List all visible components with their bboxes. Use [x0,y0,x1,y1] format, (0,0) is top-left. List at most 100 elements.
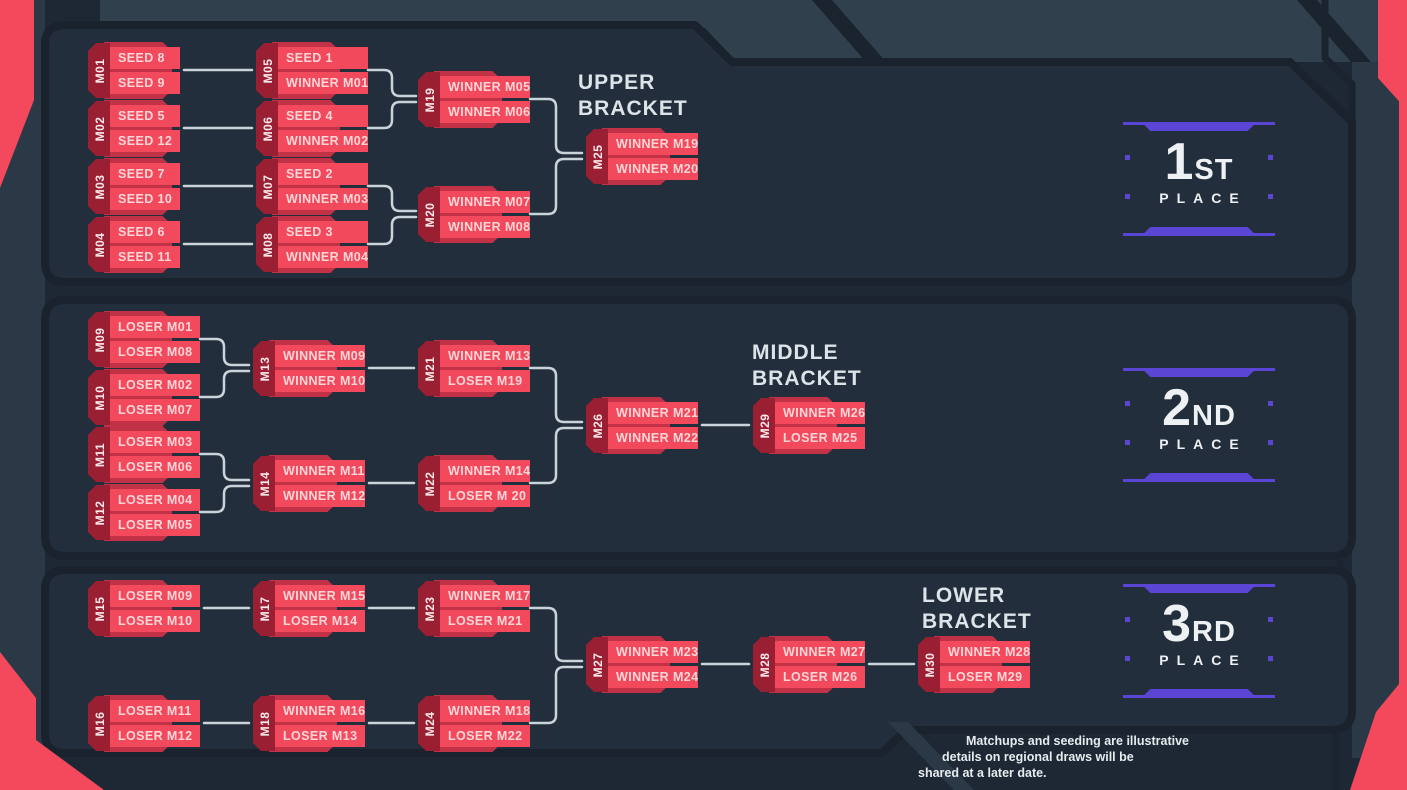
match-slot-bottom: WINNER M08 [440,216,530,238]
match-id-tab: M13 [253,341,275,396]
match-id: M28 [758,652,773,677]
match-slot-top: WINNER M19 [608,133,698,155]
match-slot-bottom: LOSER M29 [940,666,1030,688]
match-slot-top: WINNER M18 [440,700,530,722]
match-id: M04 [93,232,108,257]
match-id: M17 [258,596,273,621]
match-id-tab: M03 [88,159,110,214]
match-slot-top: WINNER M14 [440,460,530,482]
match-id-tab: M02 [88,101,110,156]
match-slot-bottom: LOSER M19 [440,370,530,392]
match-id: M10 [93,385,108,410]
match-id-tab: M11 [88,427,110,482]
match-id: M16 [93,711,108,736]
match-slot-bottom: WINNER M06 [440,101,530,123]
match-id: M12 [93,500,108,525]
match-slot-bottom: WINNER M01 [278,72,368,94]
match-id-tab: M12 [88,485,110,540]
match-id-tab: M23 [418,581,440,636]
match-id-tab: M18 [253,696,275,751]
footnote-line: details on regional draws will be [942,750,1134,764]
corner-dot [1268,656,1273,661]
match-slot-top: SEED 7 [110,163,180,185]
match-id: M26 [591,413,606,438]
match-slot-top: SEED 2 [278,163,368,185]
place-label: PLACE [1159,190,1247,206]
match-slot-bottom: LOSER M10 [110,610,200,632]
match-id: M03 [93,174,108,199]
rank-suffix: ST [1194,154,1234,186]
match-id-tab: M06 [256,101,278,156]
match-slot-bottom: WINNER M12 [275,485,365,507]
rank-suffix: RD [1192,616,1236,648]
left-margin [0,0,45,758]
match-slot-top: WINNER M05 [440,76,530,98]
badge-bar-top [1123,368,1275,377]
match-slot-bottom: LOSER M13 [275,725,365,747]
match-slot-top: WINNER M07 [440,191,530,213]
match-slot-top: SEED 1 [278,47,368,69]
match-id-tab: M21 [418,341,440,396]
rank-number: 3 [1162,595,1193,653]
match-id: M13 [258,356,273,381]
match-slot-bottom: WINNER M10 [275,370,365,392]
footnote-line: Matchups and seeding are illustrative [966,734,1189,748]
match-slot-top: WINNER M26 [775,402,865,424]
match-slot-bottom: LOSER M12 [110,725,200,747]
diagonal-slash [1297,0,1371,62]
match-slot-bottom: LOSER M14 [275,610,365,632]
match-slot-top: LOSER M01 [110,316,200,338]
match-id: M29 [758,413,773,438]
corner-dot [1125,617,1130,622]
match-id: M01 [93,58,108,83]
corner-dot [1268,617,1273,622]
match-slot-bottom: WINNER M20 [608,158,698,180]
badge-bar-bottom [1123,227,1275,236]
match-slot-top: SEED 4 [278,105,368,127]
middle-bracket-heading: MIDDLE BRACKET [752,341,862,390]
match-slot-top: SEED 8 [110,47,180,69]
match-id: M18 [258,711,273,736]
match-slot-top: WINNER M13 [440,345,530,367]
red-corner-bottom-right [1350,674,1407,790]
corner-dot [1125,656,1130,661]
match-id-tab: M30 [918,637,940,692]
match-id-tab: M27 [586,637,608,692]
rank-number: 1 [1164,133,1195,191]
corner-dot [1268,401,1273,406]
match-slot-bottom: LOSER M05 [110,514,200,536]
match-slot-bottom: LOSER M08 [110,341,200,363]
circuit-line [1321,0,1356,190]
place-label: PLACE [1159,652,1247,668]
match-slot-top: LOSER M02 [110,374,200,396]
match-slot-bottom: LOSER M22 [440,725,530,747]
match-slot-top: SEED 3 [278,221,368,243]
match-slot-bottom: WINNER M22 [608,427,698,449]
red-corner-top-right [1378,0,1407,110]
match-id-tab: M28 [753,637,775,692]
match-slot-top: WINNER M27 [775,641,865,663]
badge-bar-bottom [1123,473,1275,482]
match-slot-bottom: LOSER M06 [110,456,200,478]
match-slot-bottom: SEED 11 [110,246,180,268]
match-slot-top: WINNER M09 [275,345,365,367]
match-slot-top: WINNER M15 [275,585,365,607]
match-slot-top: SEED 5 [110,105,180,127]
match-slot-top: WINNER M16 [275,700,365,722]
match-slot-top: WINNER M21 [608,402,698,424]
circuit-line [1283,708,1340,790]
match-slot-top: WINNER M11 [275,460,365,482]
